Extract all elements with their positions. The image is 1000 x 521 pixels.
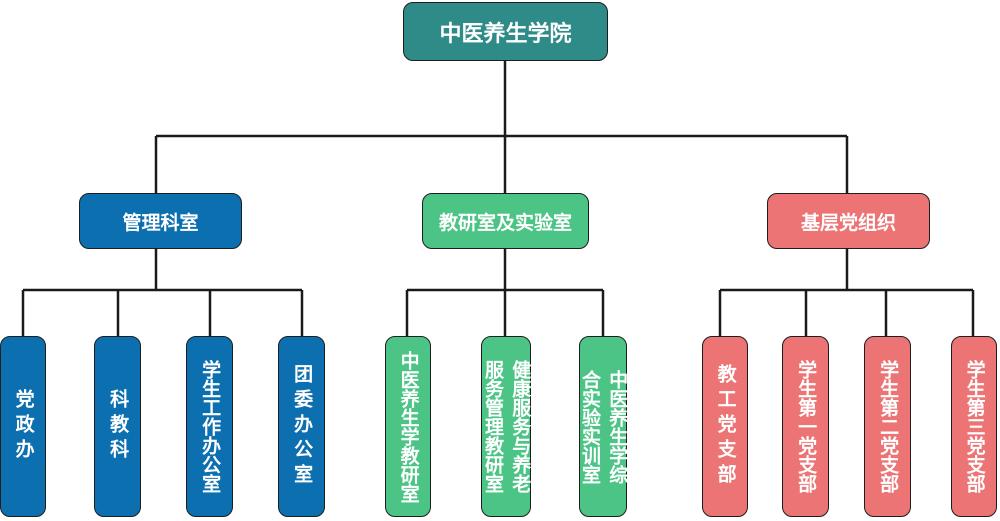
leaf-student-branch-3: 学生第三党支部 (951, 336, 997, 517)
leaf-student-branch-2-label: 学生第二党支部 (877, 360, 900, 493)
group-party-label: 基层党组织 (800, 211, 896, 234)
leaf-party-office-label: 党政办 (12, 389, 35, 464)
leaf-science-edu-label: 科教科 (107, 389, 130, 464)
leaf-student-affairs: 学生工作办公室 (186, 336, 233, 517)
group-management: 管理科室 (79, 193, 242, 249)
group-teaching-lab-label: 教研室及实验室 (438, 211, 572, 234)
leaf-tcm-teaching: 中医养生学教研室 (385, 336, 431, 517)
leaf-staff-branch-label: 教工党支部 (714, 364, 737, 489)
root-node: 中医养生学院 (403, 2, 608, 61)
group-management-label: 管理科室 (122, 211, 199, 234)
leaf-staff-branch: 教工党支部 (702, 336, 748, 517)
leaf-lab-center: 中医养生学综 合实验实训室 (579, 336, 629, 517)
leaf-science-edu: 科教科 (94, 336, 141, 517)
leaf-student-branch-1: 学生第一党支部 (782, 336, 829, 517)
group-party: 基层党组织 (767, 193, 930, 249)
leaf-tcm-teaching-label: 中医养生学教研室 (397, 350, 420, 503)
leaf-student-branch-1-label: 学生第一党支部 (795, 360, 818, 493)
leaf-health-service: 健康服务与养老 服务管理教研室 (481, 336, 531, 517)
leaf-health-service-col1: 健康服务与养老 (509, 360, 532, 493)
leaf-party-office: 党政办 (0, 336, 46, 517)
leaf-lab-center-col1: 中医养生学综 (606, 369, 629, 484)
leaf-student-affairs-label: 学生工作办公室 (199, 360, 222, 493)
leaf-lab-center-col2: 合实验实训室 (579, 369, 601, 484)
leaf-student-branch-3-label: 学生第三党支部 (963, 360, 986, 493)
leaf-youth-league-label: 团委办公室 (291, 364, 314, 489)
root-label: 中医养生学院 (439, 21, 572, 47)
leaf-student-branch-2: 学生第二党支部 (864, 336, 911, 517)
leaf-health-service-col2: 服务管理教研室 (482, 360, 504, 493)
group-teaching-lab: 教研室及实验室 (422, 193, 589, 249)
leaf-youth-league: 团委办公室 (278, 336, 325, 517)
